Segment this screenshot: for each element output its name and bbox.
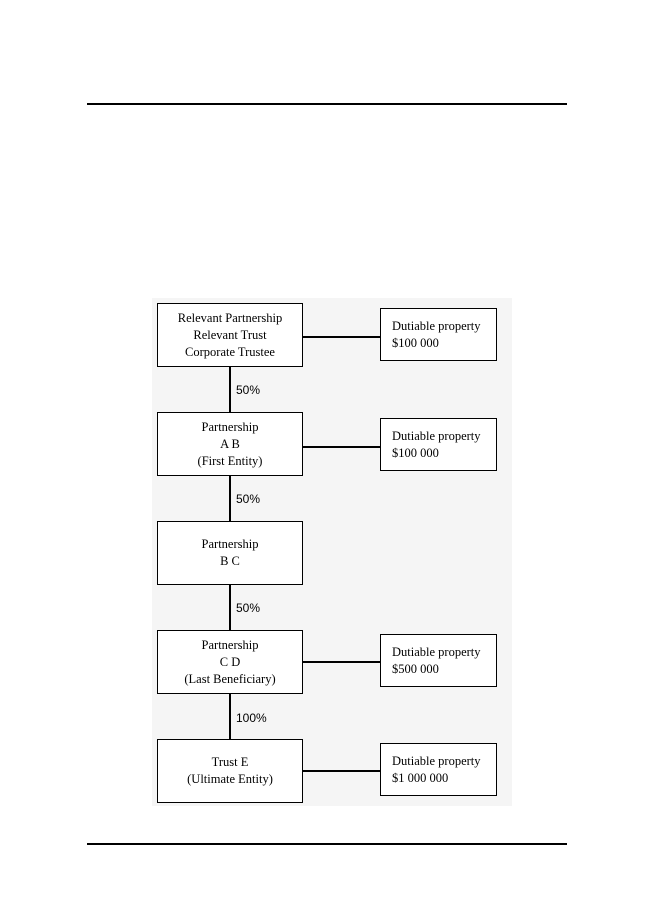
ownership-percent-4: 100% xyxy=(236,711,267,725)
property-value: $1 000 000 xyxy=(392,770,449,785)
header-rule xyxy=(87,103,567,105)
property-label: Dutiable property xyxy=(392,753,481,768)
entity-line: (Ultimate Entity) xyxy=(187,772,273,786)
connector-4-5 xyxy=(229,693,231,739)
connector-3-4 xyxy=(229,584,231,630)
property-value: $100 000 xyxy=(392,335,439,350)
entity-line: Trust E xyxy=(211,755,249,769)
entity-trust-e: Trust E (Ultimate Entity) xyxy=(157,739,303,803)
dutiable-property-4: Dutiable property $500 000 xyxy=(380,634,497,687)
entity-line: B C xyxy=(220,554,240,568)
entity-line: Relevant Trust xyxy=(193,327,267,342)
property-label: Dutiable property xyxy=(392,428,481,443)
entity-relevant-partnership: Relevant Partnership Relevant Trust Corp… xyxy=(157,303,303,367)
entity-line: (First Entity) xyxy=(197,453,263,468)
entity-line: Partnership xyxy=(201,637,259,652)
ownership-percent-2: 50% xyxy=(236,492,261,506)
dutiable-property-5: Dutiable property $1 000 000 xyxy=(380,743,497,796)
entity-line: A B xyxy=(220,436,240,451)
connector-2-3 xyxy=(229,475,231,521)
connector-1-2 xyxy=(229,366,231,412)
property-label: Dutiable property xyxy=(392,644,481,659)
entity-partnership-bc: Partnership B C xyxy=(157,521,303,585)
property-link-2 xyxy=(302,446,381,448)
entity-partnership-ab: Partnership A B (First Entity) xyxy=(157,412,303,476)
entity-line: Corporate Trustee xyxy=(185,344,275,359)
dutiable-property-1: Dutiable property $100 000 xyxy=(380,308,497,361)
entity-line: Partnership xyxy=(201,537,259,551)
property-label: Dutiable property xyxy=(392,318,481,333)
property-link-4 xyxy=(302,661,381,663)
property-value: $100 000 xyxy=(392,445,439,460)
property-link-5 xyxy=(302,770,381,772)
entity-line: C D xyxy=(219,654,241,669)
entity-line: (Last Beneficiary) xyxy=(184,671,276,686)
entity-line: Relevant Partnership xyxy=(177,310,283,325)
footer-rule xyxy=(87,843,567,845)
property-link-1 xyxy=(302,336,381,338)
property-value: $500 000 xyxy=(392,661,439,676)
entity-line: Partnership xyxy=(201,419,259,434)
dutiable-property-2: Dutiable property $100 000 xyxy=(380,418,497,471)
entity-partnership-cd: Partnership C D (Last Beneficiary) xyxy=(157,630,303,694)
ownership-percent-3: 50% xyxy=(236,601,261,615)
ownership-percent-1: 50% xyxy=(236,383,261,397)
